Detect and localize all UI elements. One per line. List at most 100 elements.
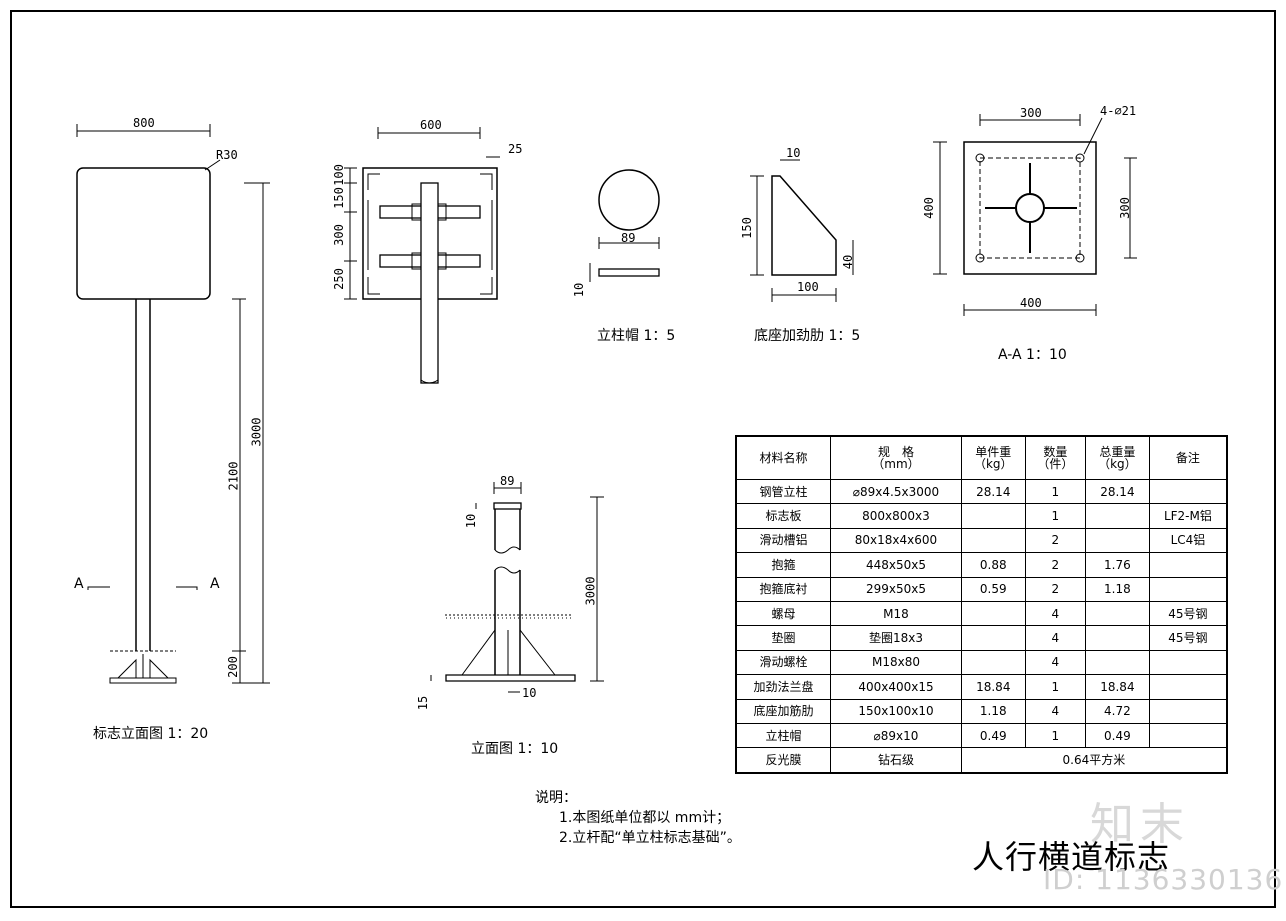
table-cell: 299x50x5 [830,576,962,602]
table-cell [1084,625,1150,651]
table-cell [960,649,1026,676]
table-cell: 1 [1024,674,1086,700]
rib-base-dim: 100 [797,280,819,294]
table-cell: 垫圈18x3 [830,625,962,651]
table-header-row: 材料名称 规 格（mm） 单件重（kg） 数量（件） 总重量（kg） 备注 [735,435,1228,480]
table-header-cell: 备注 [1148,435,1228,480]
notes-heading: 说明： [535,790,577,806]
table-cell: 28.14 [960,478,1026,505]
table-cell: 150x100x10 [830,698,962,724]
table-cell: 螺母 [735,600,832,627]
table-cell: 1.76 [1084,552,1150,578]
back-width-dim: 600 [420,118,442,132]
table-cell: 4 [1024,600,1086,627]
back-edge-dim: 25 [508,142,523,156]
table-cell [1084,527,1150,554]
back-dim-150: 150 [331,187,346,209]
table-cell: ⌀89x4.5x3000 [830,478,962,505]
table-cell: 4 [1024,649,1086,676]
watermark-id: ID: 1136330136 [1043,863,1284,896]
section-mark-left: A [74,576,84,592]
table-header-text: 数量 [1043,445,1068,459]
table-cell: 4.72 [1084,698,1150,724]
back-dim-300: 300 [331,224,346,246]
detail-top-dim: 10 [464,513,479,529]
table-cell: 加劲法兰盘 [735,674,832,700]
detail-dia-dim: 89 [500,474,515,488]
table-cell: 0.64平方米 [960,747,1228,774]
section-view-label: A-A 1：10 [998,347,1067,363]
table-cell: 400x400x15 [830,674,962,700]
table-cell: 滑动槽铝 [735,527,832,554]
notes-block: 说明： 1.本图纸单位都以 mm计； 2.立杆配“单立柱标志基础”。 [535,788,741,848]
table-header-text: 材料名称 [759,451,808,465]
note-item-2: 2.立杆配“单立柱标志基础”。 [559,830,741,846]
table-cell [1148,649,1228,676]
table-cell: M18x80 [830,649,962,676]
table-cell: 18.84 [960,674,1026,700]
table-cell: 底座加筋肋 [735,698,832,724]
section-holes-dim: 4-⌀21 [1100,104,1137,118]
rib-view [750,159,854,302]
table-cell [1084,649,1150,676]
post-cap-view [589,169,660,282]
detail-height-dim: 3000 [583,576,598,606]
elevation-radius-dim: R30 [216,148,238,162]
elevation-post-height-dim: 2100 [226,461,241,491]
table-cell: 立柱帽 [735,722,832,749]
table-cell: 1 [1024,503,1086,529]
table-cell: 1 [1024,478,1086,505]
table-header-text: 单件重 [975,445,1012,459]
table-header-text: （kg） [973,457,1013,471]
table-cell: 标志板 [735,503,832,529]
table-cell: 0.59 [960,576,1026,602]
elevation-base-height-dim: 200 [225,656,240,678]
elevation-total-height-dim: 3000 [249,417,264,447]
section-a-a-view [933,114,1137,316]
section-top-width-dim: 300 [1020,106,1042,120]
cap-thick-dim: 10 [572,282,587,298]
table-cell: 28.14 [1084,478,1150,505]
table-cell: 0.49 [1084,722,1150,749]
table-header-text: （件） [1037,457,1074,471]
rib-side-dim: 40 [841,254,856,270]
table-cell: 45号钢 [1148,625,1228,651]
table-cell: 1 [1024,722,1086,749]
section-right-height-dim: 300 [1117,197,1132,219]
sign-elevation-view [76,124,270,684]
rib-view-label: 底座加劲肋 1：5 [754,328,861,344]
detail-elevation-view [430,482,604,693]
table-cell [1148,576,1228,602]
sign-back-view [344,127,500,384]
table-cell: 抱箍 [735,552,832,578]
table-cell [1148,478,1228,505]
table-cell: 448x50x5 [830,552,962,578]
table-cell: 钻石级 [830,747,962,774]
section-bottom-width-dim: 400 [1020,296,1042,310]
table-cell [1148,722,1228,749]
table-header-text: 规 格 [877,445,914,459]
drawing-border [10,10,1276,908]
table-cell [1148,552,1228,578]
table-cell: LC4铝 [1148,527,1228,554]
table-cell [960,503,1026,529]
table-cell [1084,600,1150,627]
table-cell: 4 [1024,698,1086,724]
table-header-text: 备注 [1175,451,1200,465]
table-header-cell: 规 格（mm） [830,435,962,480]
table-header-cell: 总重量（kg） [1084,435,1150,480]
table-cell [960,600,1026,627]
table-cell [960,625,1026,651]
rib-height-dim: 150 [739,217,754,239]
